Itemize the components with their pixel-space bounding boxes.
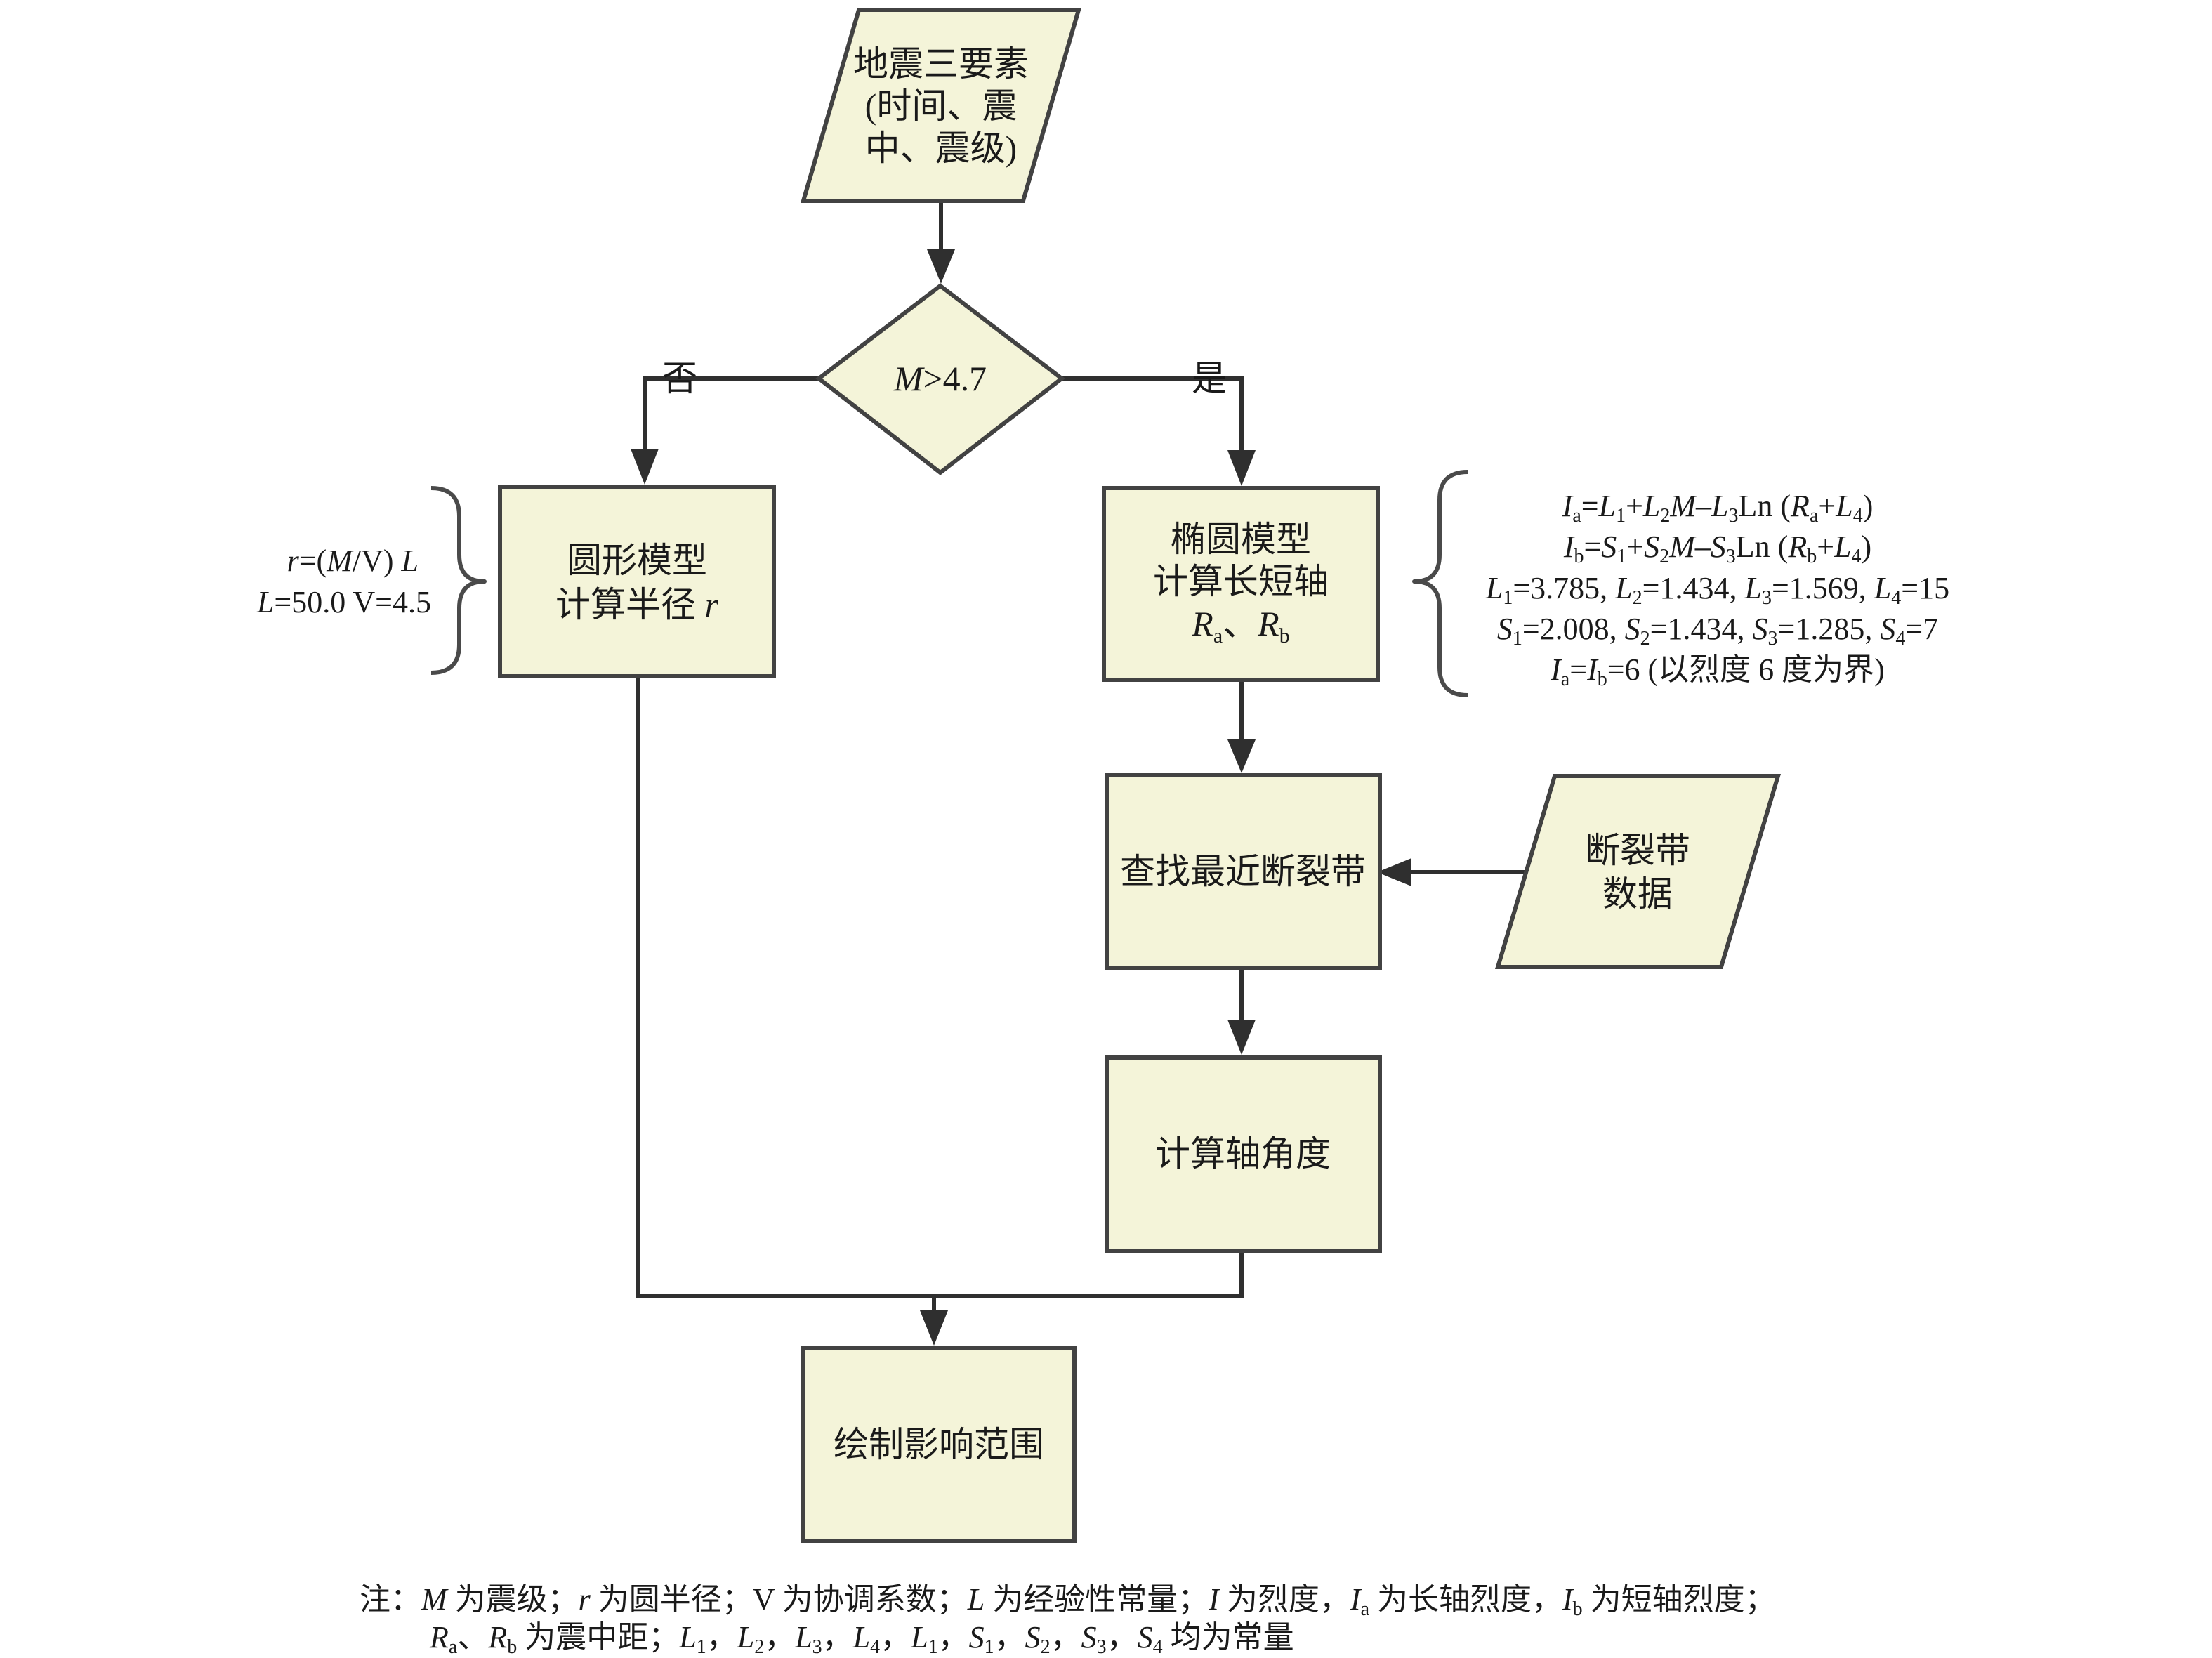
find-fault-box: 查找最近断裂带	[1105, 773, 1382, 970]
circle-model-title: 圆形模型	[567, 541, 707, 580]
circle-model-box: 圆形模型 计算半径 r	[498, 485, 776, 678]
arrowhead-circle-model-icon	[631, 449, 659, 485]
input-earthquake-elements: 地震三要素 (时间、震 中、震级)	[801, 8, 1081, 203]
connector-decision-no	[643, 376, 819, 449]
input-line-1: 地震三要素	[853, 44, 1029, 84]
find-fault-rect	[1105, 773, 1382, 970]
connectors	[631, 201, 1532, 1346]
circle-parameters: r=(M/V) L L=50.0 V=4.5	[256, 544, 431, 619]
diamond-shape	[815, 283, 1065, 475]
input-line-2: (时间、震	[865, 86, 1018, 126]
ellipse-model-axes: Ra、Rb	[1191, 604, 1289, 647]
input-line-3: 中、震级)	[865, 129, 1018, 168]
calc-angle-box: 计算轴角度	[1105, 1055, 1382, 1253]
ellipse-constants-l: L1=3.785, L2=1.434, L3=1.569, L4=15	[1485, 571, 1949, 609]
arrowhead-ellipse-model-icon	[1227, 450, 1256, 486]
arrowhead-left-icon	[1377, 858, 1411, 886]
ellipse-equation-ia: Ia=L1+L2M–L3Ln (Ra+L4)	[1562, 489, 1874, 527]
footnote: 注：M 为震级；r 为圆半径；V 为协调系数；L 为经验性常量；I 为烈度，Ia…	[360, 1582, 1776, 1658]
left-brace-icon	[430, 486, 487, 675]
ellipse-model-box: 椭圆模型 计算长短轴 Ra、Rb	[1102, 486, 1380, 682]
arrowhead-find-fault-icon	[1227, 739, 1256, 773]
ellipse-model-rect	[1102, 486, 1380, 682]
draw-range-box: 绘制影响范围	[801, 1346, 1077, 1543]
decision-label: M>4.7	[893, 359, 987, 398]
draw-range-label: 绘制影响范围	[834, 1425, 1044, 1464]
ellipse-constants-s: S1=2.008, S2=1.434, S3=1.285, S4=7	[1497, 612, 1938, 650]
ellipse-model-title: 椭圆模型	[1171, 520, 1311, 559]
footnote-line-2: Ra、Rb 为震中距；L1，L2，L3，L4，L1，S1，S2，S3，S4 均为…	[429, 1620, 1294, 1658]
parallelogram-shape	[801, 8, 1081, 203]
right-brace-icon	[1412, 470, 1468, 697]
branch-yes-label: 是	[1192, 359, 1227, 398]
connector-decision-yes	[1062, 376, 1244, 450]
calc-angle-rect	[1105, 1055, 1382, 1253]
ellipse-model-subtitle: 计算长短轴	[1153, 562, 1329, 601]
circle-model-subtitle: 计算半径 r	[555, 585, 719, 624]
circle-param-line-1: r=(M/V) L	[287, 544, 419, 578]
fault-data-input: 断裂带 数据	[1494, 774, 1782, 969]
decision-magnitude: M>4.7	[815, 283, 1065, 475]
calc-angle-label: 计算轴角度	[1155, 1134, 1331, 1173]
find-fault-label: 查找最近断裂带	[1120, 852, 1366, 891]
footnote-line-1: 注：M 为震级；r 为圆半径；V 为协调系数；L 为经验性常量；I 为烈度，Ia…	[360, 1582, 1776, 1620]
arrowhead-decision-icon	[927, 249, 955, 284]
ellipse-equation-ib: Ib=S1+S2M–S3Ln (Rb+L4)	[1563, 529, 1871, 567]
draw-range-rect	[801, 1346, 1077, 1543]
arrowhead-calc-angle-icon	[1227, 1020, 1256, 1055]
fault-data-line-2: 数据	[1602, 874, 1673, 914]
fault-data-shape	[1494, 774, 1782, 969]
circle-param-line-2: L=50.0 V=4.5	[256, 585, 431, 619]
connector-circle-down	[636, 676, 1244, 1298]
ellipse-parameters: Ia=L1+L2M–L3Ln (Ra+L4) Ib=S1+S2M–S3Ln (R…	[1485, 489, 1949, 690]
ellipse-intensity-boundary: Ia=Ib=6 (以烈度 6 度为界)	[1550, 652, 1885, 690]
arrowhead-draw-range-icon	[920, 1310, 948, 1346]
fault-data-line-1: 断裂带	[1585, 831, 1690, 870]
branch-no-label: 否	[662, 359, 697, 398]
circle-model-rect	[498, 485, 776, 678]
